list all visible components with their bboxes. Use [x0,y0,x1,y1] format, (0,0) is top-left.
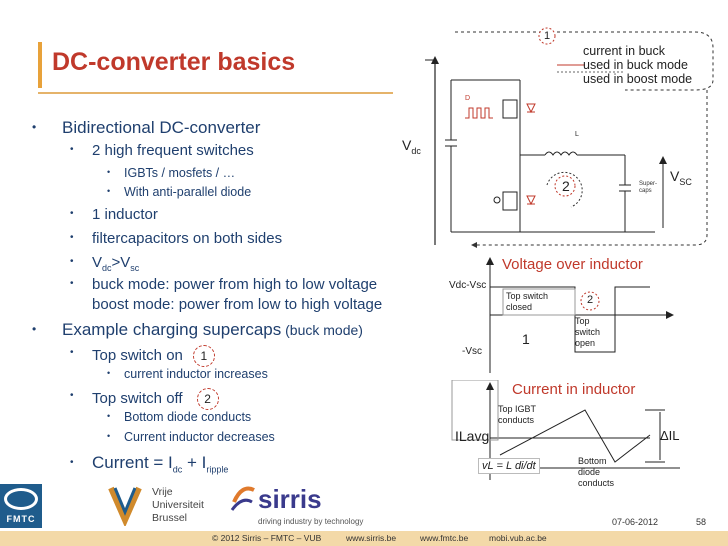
copyright: © 2012 Sirris – FMTC – VUB [212,533,322,543]
sirris-logo-icon [230,486,255,511]
top-open-label: Top switch open [575,316,601,348]
voltage-y-top: Vdc-Vsc [449,280,487,291]
bullet-text: Bottom diode conducts [124,410,252,424]
top-igbt-label: Top IGBT conducts [498,404,537,425]
circuit-badge-2: 2 [562,178,570,194]
duty-label: D [465,95,470,102]
ilavg-label: ILavg [455,428,490,444]
vub-name: Vrije Universiteit Brussel [152,486,204,524]
bullet-text: Bidirectional DC-converter [62,118,261,137]
slide-title: DC-converter basics [52,48,296,76]
link-fmtc[interactable]: www.fmtc.be [420,533,469,543]
legend-buck-mode: used in buck mode [583,58,688,72]
bullet-text: 2 high frequent switches [92,142,254,159]
link-sirris[interactable]: www.sirris.be [346,533,397,543]
footer-strip [0,531,728,546]
circuit-badge-1: 1 [544,30,551,42]
bottom-diode-label: Bottom diode conducts [578,456,615,488]
voltage-badge-2: 2 [587,294,594,306]
voltage-plot-title: Voltage over inductor [502,256,643,273]
bullet-text: Example charging supercaps (buck mode) [62,320,363,339]
svg-text:Super-: Super- [639,181,657,187]
fmtc-text: FMTC [6,514,36,524]
legend-boost-mode: used in boost mode [583,72,693,86]
legend-current-buck: current in buck [583,44,665,58]
bullet-text: current inductor increases [124,367,268,381]
bullet-text: IGBTs / mosfets / … [124,166,236,180]
page-number: 58 [696,517,707,527]
badge-2: 2 [196,388,219,410]
bullet-text: 1 inductor [92,206,158,223]
converter-circuit-diagram: D L Super- caps [425,27,714,248]
title-accent-bar [38,42,42,88]
current-plot-title: Current in inductor [512,381,636,398]
bullet-text: boost mode: power from low to high volta… [92,296,383,313]
bullet-text: Current inductor decreases [124,430,275,444]
link-vub[interactable]: mobi.vub.ac.be [489,533,547,543]
fmtc-logo: FMTC [0,484,42,528]
bullet-text: Current = Idc + Iripple [92,453,229,475]
delta-il-label: ΔIL [660,428,680,443]
voltage-plot [486,257,674,373]
bullet-text: filtercapacitors on both sides [92,230,283,247]
title-underline [38,92,393,94]
inductor-label: L [575,131,579,138]
bullet-text: With anti-parallel diode [124,185,252,199]
slide-date: 07-06-2012 [612,517,659,527]
svg-text:caps: caps [639,188,652,194]
fmtc-mark-icon [4,488,38,510]
vub-logo-icon [108,486,142,526]
sirris-tagline: driving industry by technology [258,517,364,526]
voltage-y-bottom: -Vsc [462,346,482,357]
inductor-equation: vL = L di/dt [478,458,540,474]
bullet-text: buck mode: power from high to low voltag… [92,276,378,293]
badge-1: 1 [192,345,215,367]
vdc-label: Vdc [402,137,421,156]
top-closed-label: Top switch closed [506,291,549,312]
sirris-wordmark: sirris [258,484,322,514]
voltage-badge-1: 1 [522,331,530,347]
bullet-text: Vdc>Vsc [92,254,140,273]
vsc-label: VSC [670,168,692,187]
